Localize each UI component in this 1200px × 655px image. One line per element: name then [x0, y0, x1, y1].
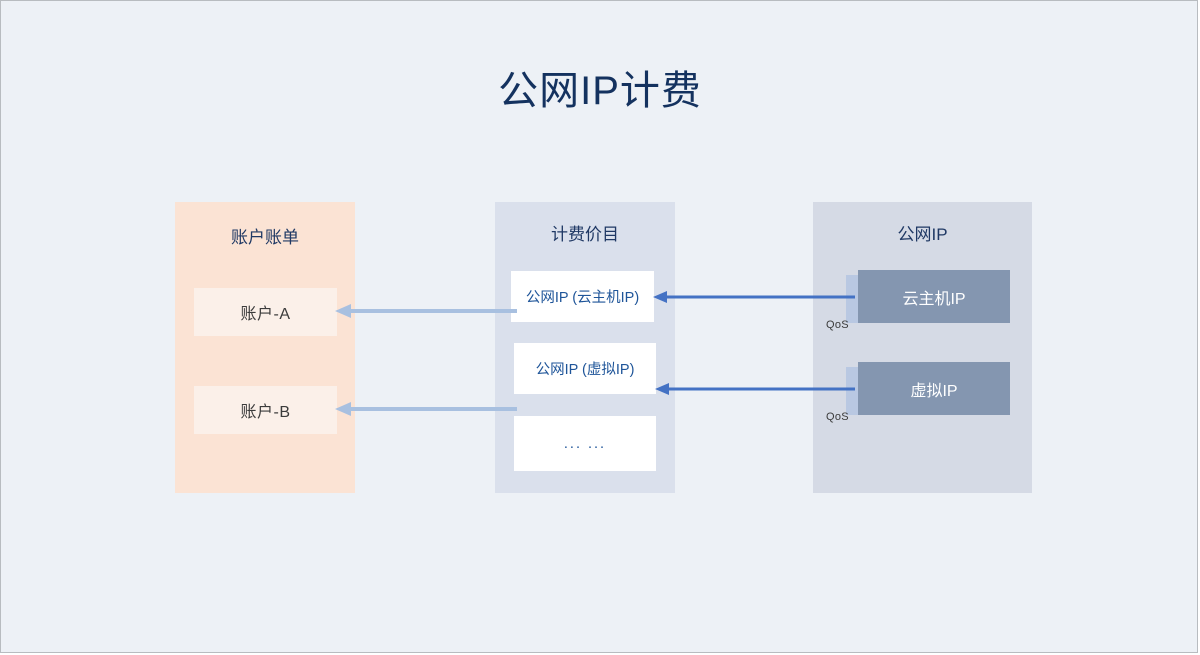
- card-price-cloud-host-ip[interactable]: 公网IP (云主机IP): [511, 271, 654, 322]
- panel-billing: 账户账单: [175, 202, 355, 493]
- card-price-virtual-ip[interactable]: 公网IP (虚拟IP): [514, 343, 656, 394]
- panel-public-ip: 公网IP: [813, 202, 1032, 493]
- arrow-cloud-host-ip-to-price: [651, 287, 855, 307]
- card-price-cloud-host-ip-label: 公网IP (云主机IP): [525, 290, 640, 306]
- card-cloud-host-ip[interactable]: 云主机IP: [858, 270, 1010, 323]
- arrow-virtual-ip-to-price: [653, 379, 855, 399]
- card-account-a[interactable]: 账户-A: [194, 288, 337, 336]
- panel-billing-title: 账户账单: [231, 228, 299, 247]
- card-virtual-ip-label: 虚拟IP: [910, 382, 958, 400]
- panel-price-title: 计费价目: [551, 225, 619, 244]
- arrow-price-to-account-b: [331, 397, 517, 421]
- card-cloud-host-ip-label: 云主机IP: [902, 290, 966, 308]
- card-account-b-label: 账户-B: [240, 404, 291, 421]
- panel-public-ip-title: 公网IP: [897, 225, 948, 244]
- qos-label-cloud-host-ip: QoS: [826, 319, 849, 331]
- arrow-price-to-account-a: [331, 299, 517, 323]
- card-account-b[interactable]: 账户-B: [194, 386, 337, 434]
- qos-label-virtual-ip: QoS: [826, 411, 849, 423]
- card-virtual-ip[interactable]: 虚拟IP: [858, 362, 1010, 415]
- card-account-a-label: 账户-A: [240, 306, 291, 323]
- card-price-virtual-ip-label: 公网IP (虚拟IP): [535, 362, 635, 378]
- page-title: 公网IP计费: [498, 69, 702, 113]
- qos-connector-virtual-ip: [846, 367, 858, 415]
- qos-connector-cloud-host-ip: [846, 275, 858, 323]
- card-price-more[interactable]: ... ...: [514, 416, 656, 471]
- card-price-more-label: ... ...: [563, 435, 607, 452]
